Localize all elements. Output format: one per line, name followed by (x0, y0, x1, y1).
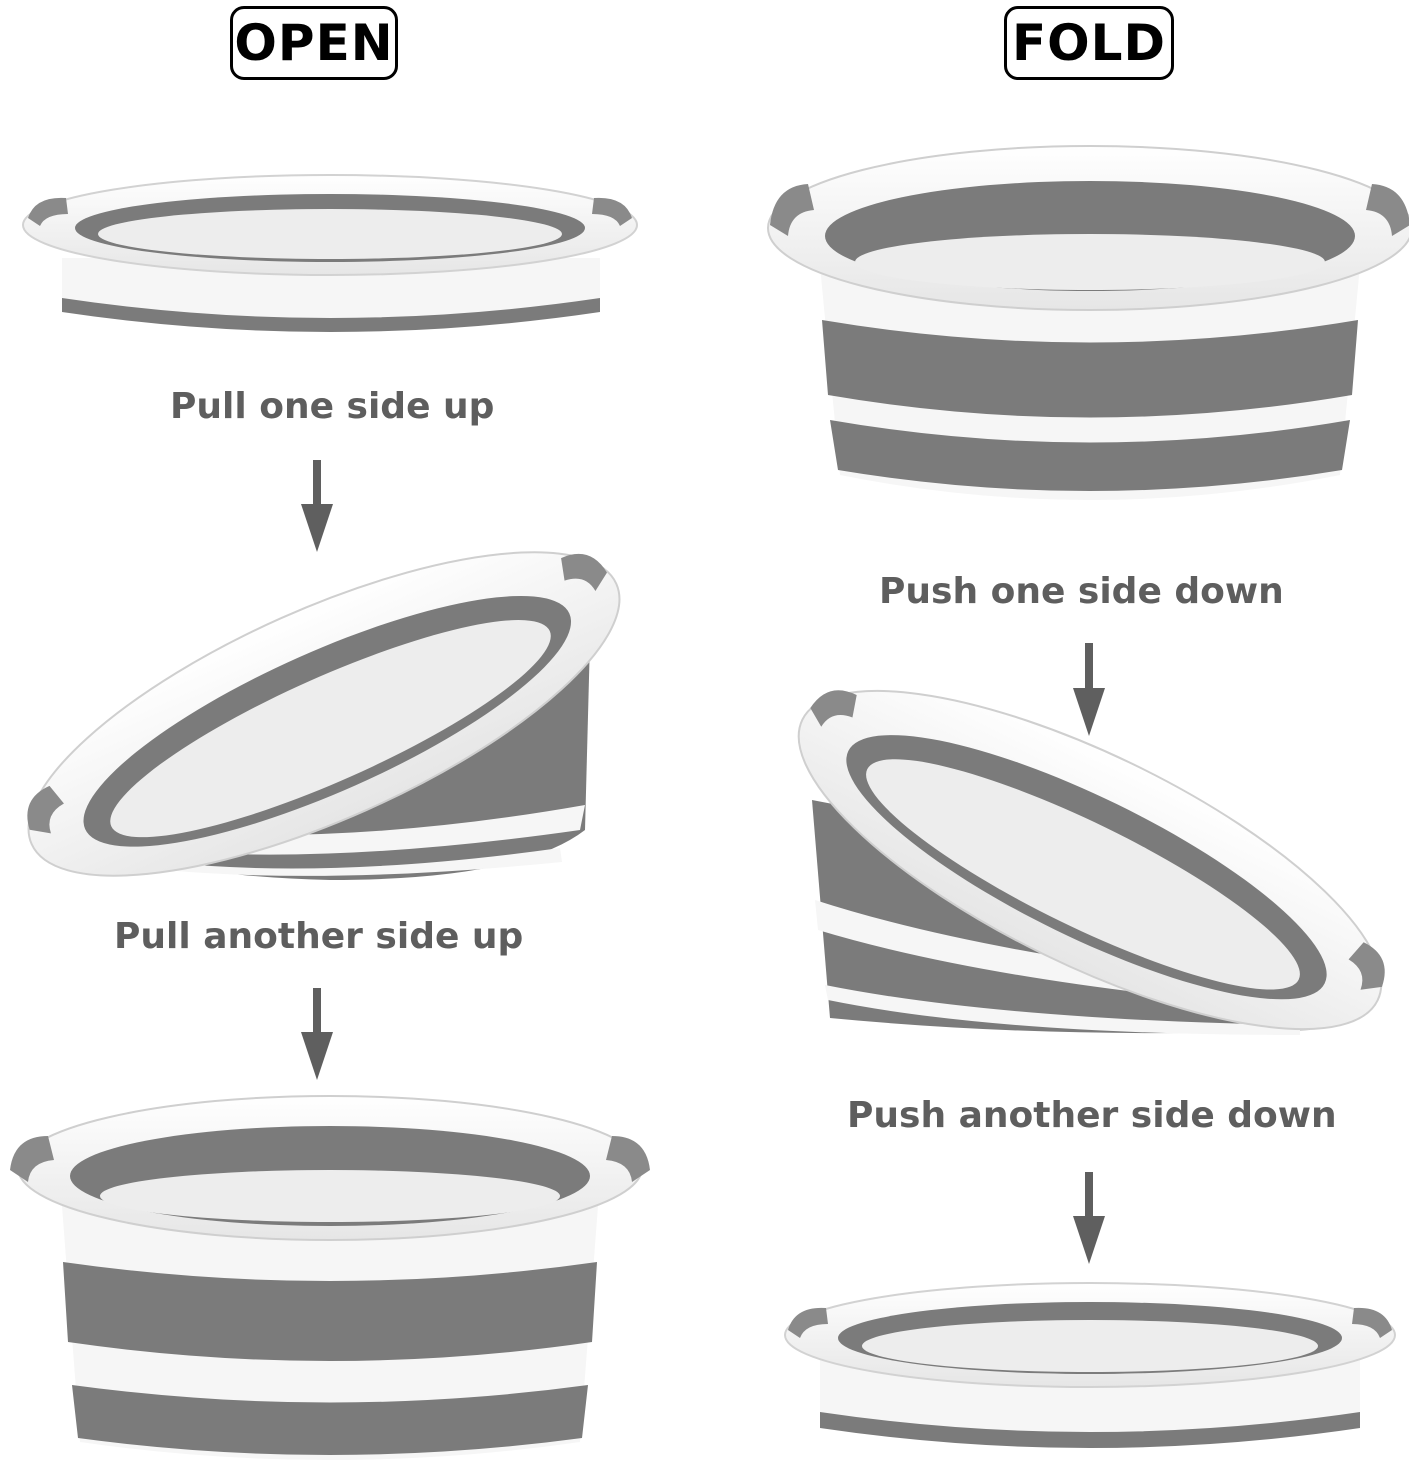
basket-half-folded (797, 689, 1385, 1035)
fold-step-1-label: Push one side down (879, 571, 1284, 612)
basket-fully-open (767, 145, 1409, 500)
basket-half-open (27, 551, 621, 880)
basket-folded-flat (22, 174, 638, 332)
basket-fully-open (10, 1095, 650, 1460)
fold-step-2-label: Push another side down (847, 1095, 1337, 1136)
arrow-down-icon (301, 988, 333, 1080)
arrow-down-icon (1073, 1172, 1105, 1264)
arrow-down-icon (1073, 643, 1105, 736)
open-step-2-label: Pull another side up (114, 916, 524, 957)
open-title: OPEN (230, 6, 398, 80)
arrow-down-icon (301, 460, 333, 552)
fold-title: FOLD (1004, 6, 1174, 80)
open-step-1-label: Pull one side up (170, 386, 495, 427)
basket-folded-flat (784, 1282, 1396, 1448)
